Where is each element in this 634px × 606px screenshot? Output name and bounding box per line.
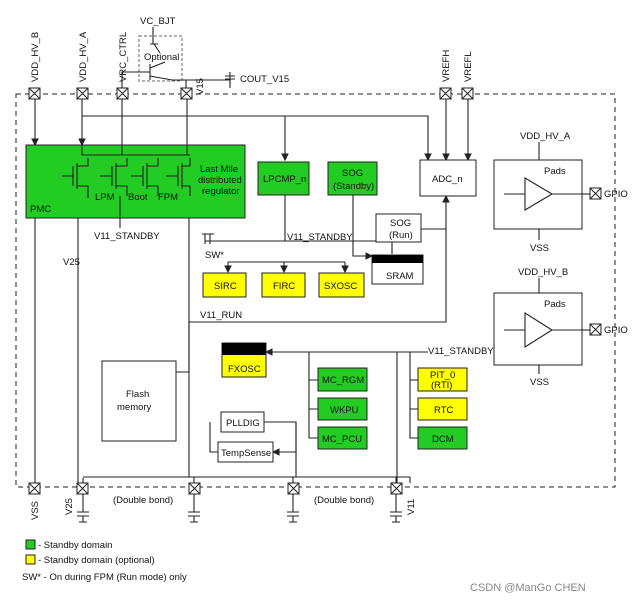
- label-vss-bottom: VSS: [30, 501, 41, 520]
- pin-v11: [390, 482, 403, 495]
- net-v11-standby-pmc: V11_STANDBY: [94, 231, 160, 242]
- svg-text:FXOSC: FXOSC: [228, 364, 261, 375]
- svg-text:MC_PCU: MC_PCU: [322, 434, 362, 445]
- regulator-line3: regulator: [202, 186, 240, 197]
- adc-block: ADC_n: [419, 159, 477, 197]
- label-fpm: FPM: [158, 192, 178, 203]
- svg-text:MC_RGM: MC_RGM: [322, 375, 364, 386]
- sirc-block: SIRC: [202, 272, 247, 298]
- svg-text:LPCMP_n: LPCMP_n: [263, 174, 306, 185]
- svg-text:VSS: VSS: [530, 377, 549, 388]
- label-lpm: LPM: [95, 192, 115, 203]
- svg-text:ADC_n: ADC_n: [432, 174, 463, 185]
- label-double-bond-1: (Double bond): [113, 495, 173, 506]
- chip-boundary: [15, 93, 616, 488]
- net-v25: V25: [63, 257, 80, 268]
- pin-vdd-hv-a: [76, 87, 89, 100]
- sog-standby-block: SOG (Standby): [327, 161, 378, 196]
- svg-text:GPIO: GPIO: [604, 325, 628, 336]
- pin-vrefl: [461, 87, 474, 100]
- svg-text:RTC: RTC: [434, 405, 453, 416]
- pit-block: PIT_0 (RTI): [417, 367, 468, 392]
- label-v15: V15: [195, 78, 206, 95]
- firc-block: FIRC: [261, 272, 306, 298]
- svg-text:VDD_HV_A: VDD_HV_A: [520, 131, 571, 142]
- dcm-block: DCM: [417, 426, 468, 450]
- pin-vdd-hv-b: [28, 87, 41, 100]
- tempsense-block: TempSense: [217, 441, 274, 463]
- svg-text:SOG: SOG: [390, 218, 411, 229]
- label-vrefh: VREFH: [441, 50, 452, 82]
- legend-swatch-standby: [25, 539, 36, 550]
- pin-vrefh: [439, 87, 452, 100]
- lpcmp-block: LPCMP_n: [257, 161, 310, 196]
- wkpu-block: WKPU: [317, 397, 368, 421]
- svg-text:DCM: DCM: [432, 434, 454, 445]
- mc-pcu-block: MC_PCU: [317, 426, 368, 450]
- svg-text:VSS: VSS: [530, 243, 549, 254]
- pin-double-bond-2: [287, 482, 300, 495]
- label-vdd-hv-a: VDD_HV_A: [78, 31, 89, 82]
- svg-text:SOG: SOG: [342, 168, 363, 179]
- watermark: CSDN @ManGo CHEN: [470, 582, 586, 594]
- legend-sw-note: SW* - On during FPM (Run mode) only: [22, 572, 187, 583]
- pin-vrc-ctrl: [116, 87, 129, 100]
- label-vc-bjt: VC_BJT: [140, 16, 176, 27]
- pin-v15: [180, 87, 193, 100]
- svg-text:FIRC: FIRC: [273, 281, 295, 292]
- legend-standby-optional: - Standby domain (optional): [38, 555, 155, 566]
- mc-rgm-block: MC_RGM: [317, 367, 368, 392]
- svg-text:(Run): (Run): [389, 230, 413, 241]
- svg-text:WKPU: WKPU: [330, 405, 359, 416]
- svg-text:Flash: Flash: [126, 389, 149, 400]
- label-vrc-ctrl: VRC_CTRL: [118, 32, 129, 82]
- net-v11-standby-right: V11_STANDBY: [428, 346, 494, 357]
- svg-text:SRAM: SRAM: [386, 271, 414, 282]
- label-cout-v15: COUT_V15: [240, 74, 289, 85]
- pin-double-bond-1: [188, 482, 201, 495]
- regulator-line1: Last Mile: [200, 164, 238, 175]
- svg-text:VDD_HV_B: VDD_HV_B: [518, 267, 568, 278]
- svg-text:PLLDIG: PLLDIG: [226, 418, 260, 429]
- svg-text:PIT_0: PIT_0: [430, 370, 455, 381]
- svg-text:SXOSC: SXOSC: [324, 281, 357, 292]
- label-vrefl: VREFL: [463, 51, 474, 82]
- sxosc-block: SXOSC: [318, 272, 365, 298]
- optional-bjt-box: [138, 35, 183, 82]
- label-vdd-hv-b: VDD_HV_B: [30, 32, 41, 82]
- legend: - Standby domain - Standby domain (optio…: [22, 539, 187, 583]
- sram-block: SRAM: [371, 254, 424, 285]
- label-optional: Optional: [144, 52, 179, 63]
- flash-memory-block: Flash memory: [101, 360, 177, 442]
- label-v11-bottom: V11: [406, 499, 417, 515]
- pmc-label: PMC: [30, 204, 51, 215]
- legend-swatch-optional: [25, 554, 36, 565]
- svg-text:Pads: Pads: [544, 299, 566, 310]
- net-v11-run: V11_RUN: [200, 310, 242, 321]
- svg-text:(Standby): (Standby): [333, 181, 374, 192]
- legend-standby: - Standby domain: [38, 540, 112, 551]
- label-v25-bottom: V25: [64, 498, 75, 515]
- pads-b: VDD_HV_B Pads VSS GPIO: [493, 267, 628, 388]
- svg-text:GPIO: GPIO: [604, 189, 628, 200]
- svg-text:memory: memory: [117, 402, 152, 413]
- pmc-block: [25, 144, 246, 219]
- fxosc-block: FXOSC: [221, 342, 267, 378]
- rtc-block: RTC: [417, 397, 468, 421]
- net-v11-standby-bus: V11_STANDBY: [287, 232, 353, 243]
- net-sw: SW*: [205, 250, 224, 261]
- pin-vss: [28, 482, 41, 495]
- pin-v25: [76, 482, 89, 495]
- label-double-bond-2: (Double bond): [314, 495, 374, 506]
- sog-run-block: SOG (Run): [375, 213, 422, 243]
- plldig-block: PLLDIG: [220, 411, 265, 433]
- label-boot: Boot: [128, 192, 148, 203]
- svg-text:SIRC: SIRC: [214, 281, 237, 292]
- svg-text:TempSense: TempSense: [221, 448, 271, 459]
- svg-text:Pads: Pads: [544, 166, 566, 177]
- svg-text:(RTI): (RTI): [431, 380, 452, 391]
- regulator-line2: distributed: [198, 175, 242, 186]
- pads-a: VDD_HV_A Pads VSS GPIO: [493, 131, 628, 254]
